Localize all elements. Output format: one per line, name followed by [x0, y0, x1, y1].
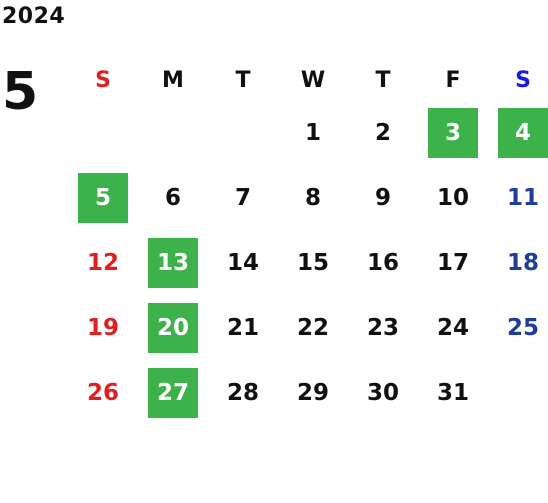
day-cell[interactable]: 14	[208, 230, 278, 295]
day-cell[interactable]: 17	[418, 230, 488, 295]
day-number: 10	[436, 184, 469, 211]
day-number: 8	[304, 184, 321, 211]
day-cell[interactable]: 2	[348, 100, 418, 165]
day-cell[interactable]: 13	[138, 230, 208, 295]
day-cell[interactable]: 19	[68, 295, 138, 360]
day-cell[interactable]: 12	[68, 230, 138, 295]
day-cell[interactable]: 7	[208, 165, 278, 230]
day-number: 26	[86, 379, 119, 406]
day-cell[interactable]: 16	[348, 230, 418, 295]
day-cell[interactable]: 21	[208, 295, 278, 360]
day-cell[interactable]: 3	[418, 100, 488, 165]
weekday-header: F	[445, 67, 461, 93]
day-cell[interactable]: 28	[208, 360, 278, 425]
day-number: 22	[296, 314, 329, 341]
day-number: 23	[366, 314, 399, 341]
day-number: 24	[436, 314, 469, 341]
day-number: 18	[506, 249, 539, 276]
weekday-header: S	[95, 67, 111, 93]
day-cell[interactable]: 11	[488, 165, 548, 230]
day-number: 4	[498, 107, 548, 158]
day-number	[218, 108, 268, 158]
day-number: 31	[436, 379, 469, 406]
day-number: 17	[436, 249, 469, 276]
day-number: 12	[86, 249, 119, 276]
day-number: 21	[226, 314, 259, 341]
day-cell[interactable]: 20	[138, 295, 208, 360]
empty-day-cell	[488, 360, 548, 425]
day-cell[interactable]: 26	[68, 360, 138, 425]
day-number: 30	[366, 379, 399, 406]
weekday-header: W	[300, 67, 326, 93]
day-number: 9	[374, 184, 391, 211]
day-number: 5	[78, 172, 128, 223]
day-cell[interactable]: 25	[488, 295, 548, 360]
day-cell[interactable]: 24	[418, 295, 488, 360]
day-cell[interactable]: 29	[278, 360, 348, 425]
day-cell[interactable]: 4	[488, 100, 548, 165]
day-number: 11	[506, 184, 539, 211]
day-number: 15	[296, 249, 329, 276]
day-number: 6	[164, 184, 181, 211]
day-number: 19	[86, 314, 119, 341]
day-cell[interactable]: 9	[348, 165, 418, 230]
empty-day-cell	[208, 100, 278, 165]
year-label: 2024	[2, 4, 66, 29]
day-number: 1	[304, 119, 321, 146]
day-cell[interactable]: 31	[418, 360, 488, 425]
day-number: 13	[148, 237, 198, 288]
day-cell[interactable]: 1	[278, 100, 348, 165]
day-number: 25	[506, 314, 539, 341]
day-number: 28	[226, 379, 259, 406]
day-cell[interactable]: 15	[278, 230, 348, 295]
day-number: 3	[428, 107, 478, 158]
day-cell[interactable]: 18	[488, 230, 548, 295]
day-cell[interactable]: 8	[278, 165, 348, 230]
day-number: 20	[148, 302, 198, 353]
day-number: 14	[226, 249, 259, 276]
day-cell[interactable]: 27	[138, 360, 208, 425]
day-cell[interactable]: 23	[348, 295, 418, 360]
day-number	[78, 108, 128, 158]
day-cell[interactable]: 5	[68, 165, 138, 230]
day-number: 2	[374, 119, 391, 146]
day-cell[interactable]: 30	[348, 360, 418, 425]
empty-day-cell	[68, 100, 138, 165]
day-number: 27	[148, 367, 198, 418]
day-cell[interactable]: 6	[138, 165, 208, 230]
weekday-header: S	[515, 67, 531, 93]
day-number	[498, 368, 548, 418]
day-number: 7	[234, 184, 251, 211]
month-number: 5	[2, 62, 39, 122]
day-number	[148, 108, 198, 158]
day-cell[interactable]: 10	[418, 165, 488, 230]
day-cell[interactable]: 22	[278, 295, 348, 360]
weekday-header: T	[375, 67, 391, 93]
day-number: 16	[366, 249, 399, 276]
weekday-header: T	[235, 67, 251, 93]
day-number: 29	[296, 379, 329, 406]
empty-day-cell	[138, 100, 208, 165]
weekday-header: M	[162, 67, 184, 93]
